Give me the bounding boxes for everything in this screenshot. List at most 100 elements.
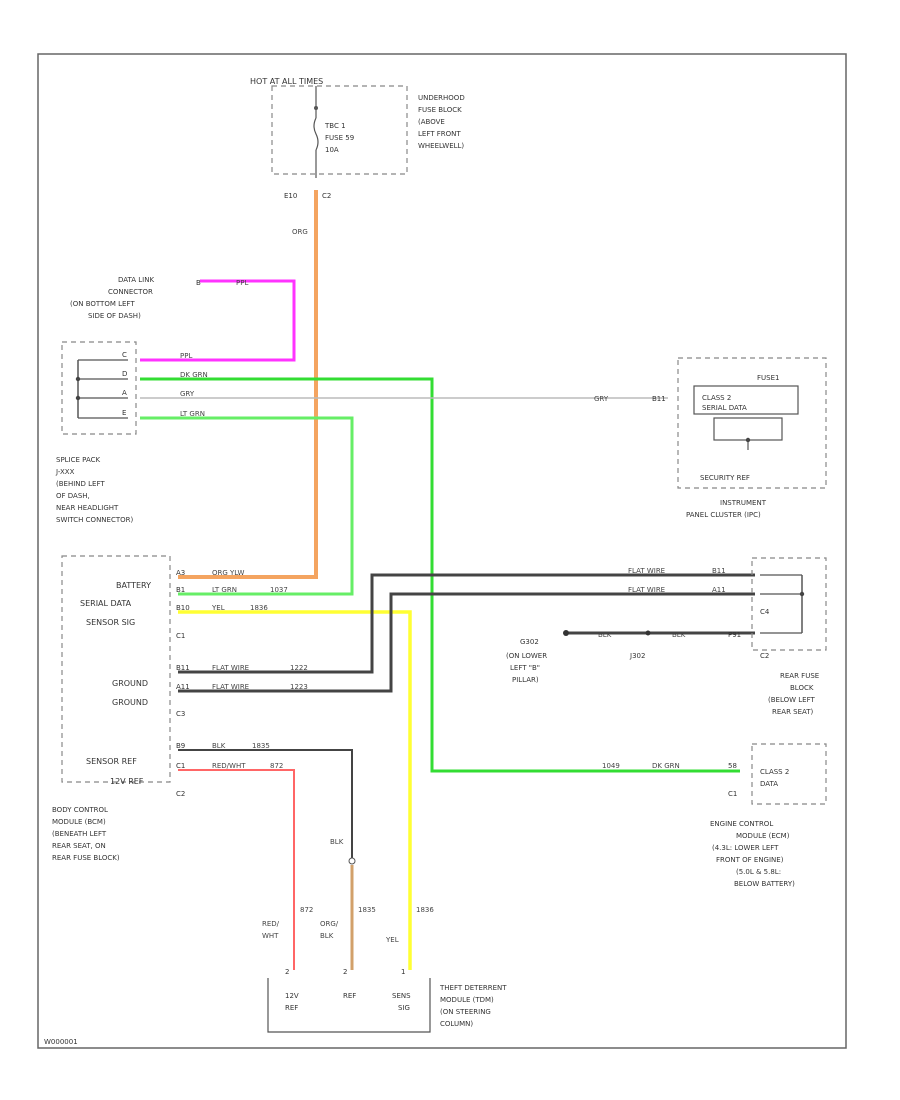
bcm-ground-rows: GROUND GROUND B11 A11 FLAT WIRE 1222 FLA… <box>112 664 308 718</box>
svg-text:REAR FUSE BLOCK): REAR FUSE BLOCK) <box>52 854 120 862</box>
svg-text:GROUND: GROUND <box>112 698 148 707</box>
fuse-amperage: 10A <box>325 146 339 154</box>
ecm-inner-1: CLASS 2 <box>760 768 789 776</box>
fuse-number: FUSE 59 <box>325 134 354 142</box>
svg-text:RED/WHT: RED/WHT <box>212 762 246 770</box>
svg-text:872: 872 <box>270 762 283 770</box>
svg-text:LT GRN: LT GRN <box>212 586 237 594</box>
svg-text:REAR SEAT, ON: REAR SEAT, ON <box>52 842 106 850</box>
splice-pack-description: SPLICE PACK J-XXX (BEHIND LEFT OF DASH, … <box>55 456 134 524</box>
svg-text:YEL: YEL <box>385 936 399 944</box>
rear-fuse-g302-wire: BLK <box>672 631 686 639</box>
svg-text:B1: B1 <box>176 586 185 594</box>
underhood-fuse-block-outline <box>271 85 408 175</box>
ecm-inner-2: DATA <box>760 780 778 788</box>
svg-text:REAR SEAT): REAR SEAT) <box>772 708 814 716</box>
fuse-block-description: UNDERHOOD FUSE BLOCK (ABOVE LEFT FRONT W… <box>418 94 465 150</box>
svg-text:(4.3L: LOWER LEFT: (4.3L: LOWER LEFT <box>712 844 779 852</box>
svg-text:(ON BOTTOM LEFT: (ON BOTTOM LEFT <box>70 300 135 308</box>
svg-text:MODULE (TDM): MODULE (TDM) <box>440 996 494 1004</box>
fuse-pin-left: E10 <box>284 192 297 200</box>
orange-wire-label: ORG <box>292 228 308 236</box>
svg-text:1223: 1223 <box>290 683 308 691</box>
svg-text:LT GRN: LT GRN <box>180 410 205 418</box>
svg-text:BLOCK: BLOCK <box>790 684 814 692</box>
svg-text:1222: 1222 <box>290 664 308 672</box>
svg-text:COLUMN): COLUMN) <box>440 1020 473 1028</box>
orange-battery-wire <box>178 190 318 579</box>
svg-text:RED/: RED/ <box>262 920 280 928</box>
svg-text:(BEHIND LEFT: (BEHIND LEFT <box>56 480 105 488</box>
hot-at-all-times-label: HOT AT ALL TIMES <box>250 77 323 86</box>
svg-text:SPLICE PACK: SPLICE PACK <box>56 456 100 464</box>
svg-text:C1: C1 <box>176 762 185 770</box>
svg-text:FLAT WIRE: FLAT WIRE <box>628 567 665 575</box>
g302-description: G302 (ON LOWER LEFT "B" PILLAR) <box>506 638 547 684</box>
j302-label: J302 <box>629 652 645 660</box>
svg-text:MODULE (ECM): MODULE (ECM) <box>736 832 790 840</box>
svg-text:2: 2 <box>343 968 347 976</box>
svg-text:FLAT WIRE: FLAT WIRE <box>212 683 249 691</box>
svg-text:YEL: YEL <box>211 604 225 612</box>
fuse-node <box>314 106 318 110</box>
svg-text:FLAT WIRE: FLAT WIRE <box>628 586 665 594</box>
tdm-outline <box>267 978 431 1033</box>
dlc-description: DATA LINK CONNECTOR (ON BOTTOM LEFT SIDE… <box>70 276 154 320</box>
ipc-outline <box>677 357 827 489</box>
g302-ground-point <box>563 630 569 636</box>
svg-text:(ON LOWER: (ON LOWER <box>506 652 547 660</box>
bottom-wire-labels: 872 RED/ WHT BLK 1835 ORG/ BLK 1836 YEL <box>262 838 434 944</box>
yellow-sensor-signal-wire <box>178 610 412 970</box>
svg-text:LEFT FRONT: LEFT FRONT <box>418 130 461 138</box>
svg-text:B9: B9 <box>176 742 185 750</box>
ecm-outline <box>751 743 827 805</box>
rear-fuse-wire-labels: FLAT WIRE B11 FLAT WIRE A11 <box>628 567 726 594</box>
dlc-wire-label: PPL <box>236 279 248 287</box>
ecm-wire-label: DK GRN <box>652 762 680 770</box>
svg-text:CONNECTOR: CONNECTOR <box>108 288 153 296</box>
svg-text:SERIAL DATA: SERIAL DATA <box>80 599 132 608</box>
svg-text:NEAR HEADLIGHT: NEAR HEADLIGHT <box>56 504 119 512</box>
svg-text:872: 872 <box>300 906 313 914</box>
fuse-pin-right: C2 <box>322 192 331 200</box>
ecm-pin: 58 <box>728 762 737 770</box>
svg-text:BODY CONTROL: BODY CONTROL <box>52 806 108 814</box>
splice-pack-outline <box>61 341 137 435</box>
svg-text:REF: REF <box>285 1004 298 1012</box>
ipc-inner-line-1: CLASS 2 <box>702 394 731 402</box>
fuse-name: TBC 1 <box>324 122 346 130</box>
g302-wire-label: BLK <box>598 631 612 639</box>
rear-fuse-g302-pin: P91 <box>728 631 741 639</box>
svg-text:C2: C2 <box>176 790 185 798</box>
svg-text:ENGINE CONTROL: ENGINE CONTROL <box>710 820 773 828</box>
light-green-serial-wire <box>140 416 354 596</box>
ipc-node <box>745 437 751 443</box>
bcm-description: BODY CONTROL MODULE (BCM) (BENEATH LEFT … <box>52 806 120 862</box>
svg-text:D: D <box>122 370 127 378</box>
svg-text:(ON STEERING: (ON STEERING <box>440 1008 491 1016</box>
svg-text:GROUND: GROUND <box>112 679 148 688</box>
svg-text:B10: B10 <box>176 604 190 612</box>
svg-text:REF: REF <box>343 992 356 1000</box>
svg-text:BATTERY: BATTERY <box>116 581 151 590</box>
svg-text:WHEELWELL): WHEELWELL) <box>418 142 464 150</box>
ipc-security-box <box>713 417 783 441</box>
dlc-pin: B <box>196 279 201 287</box>
pink-data-link-wire <box>140 279 296 362</box>
svg-text:C3: C3 <box>176 710 185 718</box>
svg-text:G302: G302 <box>520 638 539 646</box>
svg-text:(BELOW LEFT: (BELOW LEFT <box>768 696 815 704</box>
svg-text:12V: 12V <box>285 992 299 1000</box>
svg-text:1836: 1836 <box>250 604 268 612</box>
svg-text:(5.0L & 5.8L:: (5.0L & 5.8L: <box>736 868 781 876</box>
svg-text:A11: A11 <box>712 586 726 594</box>
svg-text:1037: 1037 <box>270 586 288 594</box>
footer-code: W000001 <box>44 1038 78 1046</box>
svg-text:SWITCH CONNECTOR): SWITCH CONNECTOR) <box>56 516 134 524</box>
svg-text:C: C <box>122 351 127 359</box>
ipc-footer: SECURITY REF <box>700 474 750 482</box>
svg-text:MODULE (BCM): MODULE (BCM) <box>52 818 106 826</box>
svg-text:1: 1 <box>401 968 405 976</box>
svg-text:THEFT DETERRENT: THEFT DETERRENT <box>439 984 507 992</box>
